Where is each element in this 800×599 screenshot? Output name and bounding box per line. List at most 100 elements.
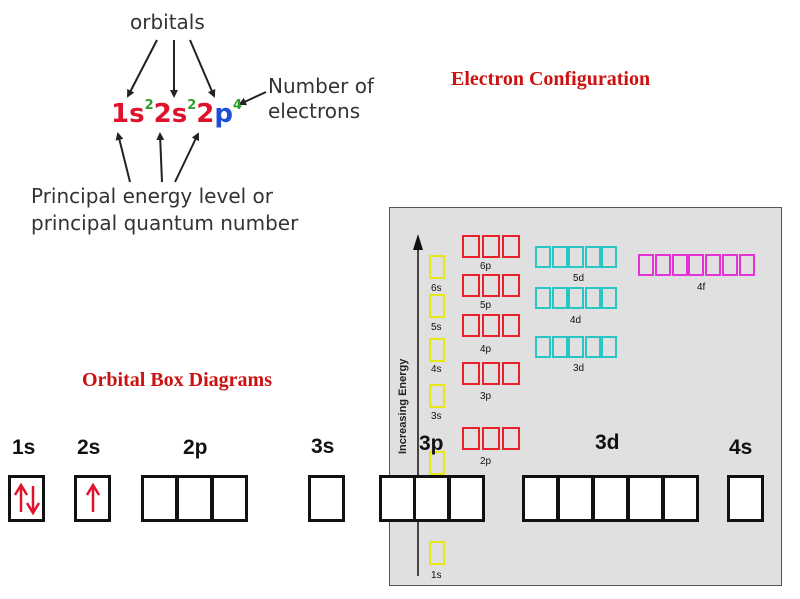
spin-pair-arrows <box>13 482 40 515</box>
energy-level-diagram: Increasing Energy 1s2s2p3s3p4s3d4p5s4d5p… <box>389 207 782 586</box>
formula-orbital-0: s <box>129 99 145 129</box>
energy-box-5p-2 <box>482 274 500 297</box>
energy-box-2p-2 <box>482 427 500 450</box>
energy-box-4p-2 <box>482 314 500 337</box>
spin-up-arrow <box>85 482 100 512</box>
energy-box-4d-4 <box>584 287 601 309</box>
energy-box-4f-3 <box>671 254 688 276</box>
energy-label-1s: 1s <box>431 570 442 581</box>
energy-box-4f-1 <box>638 254 654 276</box>
orbital-box-3d-1 <box>522 475 559 522</box>
energy-label-3p: 3p <box>480 391 492 402</box>
orbital-box-3d-4 <box>627 475 664 522</box>
formula-electron-count-1: 2 <box>187 98 197 113</box>
formula-level-1: 2 <box>153 99 172 129</box>
formula-level-0: 1 <box>111 99 130 129</box>
annotation-arrows <box>115 39 267 183</box>
energy-label-4d: 4d <box>570 315 582 326</box>
electron-configuration-formula: 1s22s22p4 <box>111 98 243 129</box>
orbital-label-2s: 2s <box>77 436 101 459</box>
orbital-box-3d-2 <box>557 475 594 522</box>
principal-label-line1: Principal energy level or <box>31 184 274 208</box>
energy-box-3d-5 <box>601 336 617 358</box>
electrons-label-line1: Number of <box>268 74 374 98</box>
energy-label-5d: 5d <box>573 273 585 284</box>
energy-box-3p-1 <box>462 362 480 385</box>
electrons-label-line2: electrons <box>268 99 361 123</box>
orbitals-label: orbitals <box>130 10 205 34</box>
energy-box-5p-1 <box>462 274 480 297</box>
energy-label-6s: 6s <box>431 283 442 294</box>
energy-box-4d-5 <box>601 287 617 309</box>
energy-box-4d-1 <box>535 287 551 309</box>
energy-box-2p-3 <box>502 427 520 450</box>
energy-box-4f-5 <box>705 254 722 276</box>
energy-box-4p-3 <box>502 314 520 337</box>
energy-label-5s: 5s <box>431 322 442 333</box>
orbital-box-3p-1 <box>379 475 416 522</box>
formula-level-2: 2 <box>196 99 215 129</box>
energy-box-2p-1 <box>462 427 480 450</box>
orbital-box-4s-1 <box>727 475 764 522</box>
orbital-box-3d-3 <box>592 475 629 522</box>
energy-box-6s-1 <box>429 255 445 279</box>
orbital-label-4s: 4s <box>729 436 753 459</box>
energy-box-4f-4 <box>688 254 705 276</box>
energy-box-3d-2 <box>551 336 568 358</box>
energy-box-1s-1 <box>429 541 445 565</box>
energy-label-4p: 4p <box>480 344 492 355</box>
orbital-box-1s-1 <box>8 475 45 522</box>
energy-label-4f: 4f <box>697 282 706 293</box>
energy-box-5p-3 <box>502 274 520 297</box>
energy-box-5d-5 <box>601 246 617 268</box>
orbital-box-3d-5 <box>662 475 699 522</box>
orbital-box-3p-3 <box>448 475 485 522</box>
formula-electron-count-0: 2 <box>144 98 154 113</box>
energy-box-4p-1 <box>462 314 480 337</box>
energy-label-5p: 5p <box>480 300 492 311</box>
energy-box-3p-3 <box>502 362 520 385</box>
energy-box-4d-3 <box>568 287 584 309</box>
energy-box-5d-2 <box>551 246 568 268</box>
energy-box-5d-1 <box>535 246 551 268</box>
energy-box-4s-1 <box>429 338 445 362</box>
orbital-box-3s-1 <box>308 475 345 522</box>
energy-label-4s: 4s <box>431 364 442 375</box>
energy-box-6p-3 <box>502 235 520 258</box>
orbital-box-2p-2 <box>176 475 213 522</box>
energy-axis-label: Increasing Energy <box>397 358 409 454</box>
formula-orbital-1: s <box>171 99 188 129</box>
orbital-box-3p-2 <box>413 475 450 522</box>
energy-box-5d-3 <box>568 246 584 268</box>
orbital-label-3d: 3d <box>595 431 620 454</box>
orbital-box-diagrams-title: Orbital Box Diagrams <box>82 369 272 391</box>
energy-box-3p-2 <box>482 362 500 385</box>
electron-configuration-title: Electron Configuration <box>451 68 651 90</box>
energy-box-6p-2 <box>482 235 500 258</box>
energy-box-4f-6 <box>722 254 738 276</box>
orbital-label-2p: 2p <box>183 436 208 459</box>
formula-orbital-2: p <box>214 99 233 129</box>
energy-label-3d: 3d <box>573 363 585 374</box>
energy-box-3s-1 <box>429 384 445 408</box>
orbital-label-3s: 3s <box>311 435 335 458</box>
energy-box-5s-1 <box>429 294 445 318</box>
orbital-box-2p-3 <box>211 475 248 522</box>
energy-box-4f-7 <box>738 254 755 276</box>
energy-box-4d-2 <box>551 287 568 309</box>
energy-box-2s-1 <box>429 451 445 475</box>
orbital-label-1s: 1s <box>12 436 36 459</box>
energy-label-3s: 3s <box>431 411 442 422</box>
energy-box-4f-2 <box>654 254 671 276</box>
energy-box-5d-4 <box>584 246 601 268</box>
orbital-label-3p: 3p <box>419 432 444 455</box>
energy-label-2p: 2p <box>480 456 492 467</box>
energy-box-3d-3 <box>568 336 584 358</box>
orbital-box-2p-1 <box>141 475 178 522</box>
energy-box-3d-1 <box>535 336 551 358</box>
principal-label-line2: principal quantum number <box>31 211 299 235</box>
energy-box-3d-4 <box>584 336 601 358</box>
energy-label-6p: 6p <box>480 261 492 272</box>
orbital-box-2s-1 <box>74 475 111 522</box>
formula-electron-count-2: 4 <box>232 98 243 113</box>
